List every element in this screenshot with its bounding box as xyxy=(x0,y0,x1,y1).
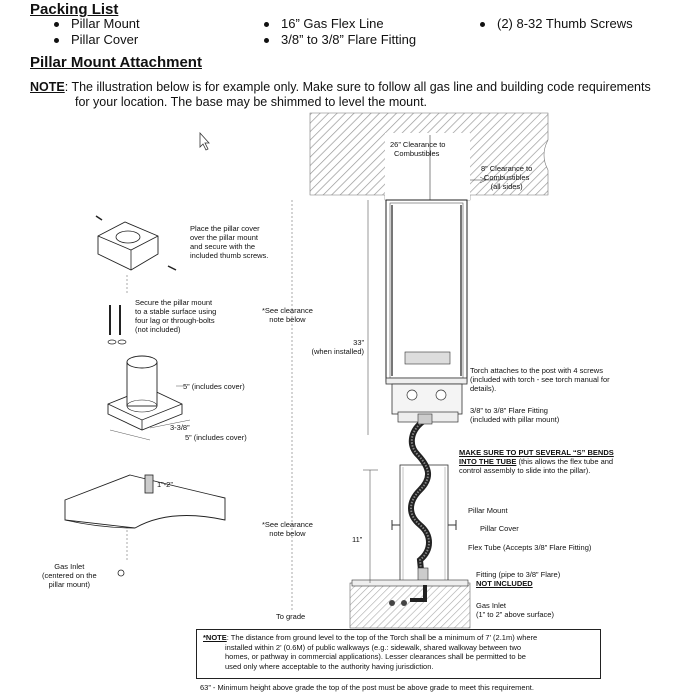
note-paragraph: NOTE: The illustration below is for exam… xyxy=(30,80,651,94)
dim-5-label-lower: 5” (includes cover) xyxy=(185,433,247,442)
burner xyxy=(404,351,451,365)
torch-base xyxy=(391,383,463,415)
list-item: 16” Gas Flex Line xyxy=(264,16,384,31)
grade-block xyxy=(349,582,471,629)
section-title: Pillar Mount Attachment xyxy=(30,54,202,71)
pillar-mount-tube xyxy=(126,361,158,407)
height-33-label: 33”(when installed) xyxy=(311,338,364,356)
fitting-label: Fitting (pipe to 3/8” Flare)NOT INCLUDED xyxy=(476,570,561,588)
clearance-gap xyxy=(385,133,470,200)
thumb-screw-icon xyxy=(95,215,103,221)
packing-list-title: Packing List xyxy=(30,1,119,18)
pillar-mount-label: Pillar Mount xyxy=(468,506,508,515)
dim-5-label: 5” (includes cover) xyxy=(183,382,245,391)
clearance-footnote: *NOTE: The distance from ground level to… xyxy=(196,629,601,679)
pillar-cover-plate xyxy=(97,221,159,271)
bullet-icon xyxy=(54,22,59,28)
gas-inlet-right-label: Gas Inlet(1” to 2” above surface) xyxy=(476,601,554,619)
minimum-height-note: 63” - Minimum height above grade the top… xyxy=(200,683,534,692)
list-item: Pillar Cover xyxy=(54,32,138,47)
bullet-icon xyxy=(264,22,269,28)
dim-1-2-label: 1”-2” xyxy=(157,480,173,489)
list-item: Pillar Mount xyxy=(54,16,140,31)
dim-3-3-8-label: 3-3/8” xyxy=(170,423,190,432)
list-item: 3/8” to 3/8” Flare Fitting xyxy=(264,32,416,47)
torch-glass xyxy=(385,199,468,383)
to-grade-label: To grade xyxy=(276,612,306,621)
bullet-icon xyxy=(480,22,485,28)
gas-pipe xyxy=(410,585,427,602)
thumb-screw-icon xyxy=(167,265,177,271)
height-11-label: 11” xyxy=(352,535,363,544)
s-bends-instruction: MAKE SURE TO PUT SEVERAL “S” BENDS INTO … xyxy=(459,448,614,475)
bullet-icon xyxy=(264,38,269,44)
bullet-icon xyxy=(54,38,59,44)
pillar-cover-label: Pillar Cover xyxy=(480,524,519,533)
note-paragraph-line2: for your location. The base may be shimm… xyxy=(75,95,428,109)
torch-attach-label: Torch attaches to the post with 4 screws… xyxy=(470,366,610,393)
gas-stub xyxy=(144,474,154,494)
mouse-cursor-icon xyxy=(199,131,210,151)
flex-tube-label: Flex Tube (Accepts 3/8” Flare Fitting) xyxy=(468,543,592,552)
flare-fitting-label: 3/8” to 3/8” Flare Fitting(included with… xyxy=(470,406,560,424)
list-item: (2) 8-32 Thumb Screws xyxy=(480,16,633,31)
